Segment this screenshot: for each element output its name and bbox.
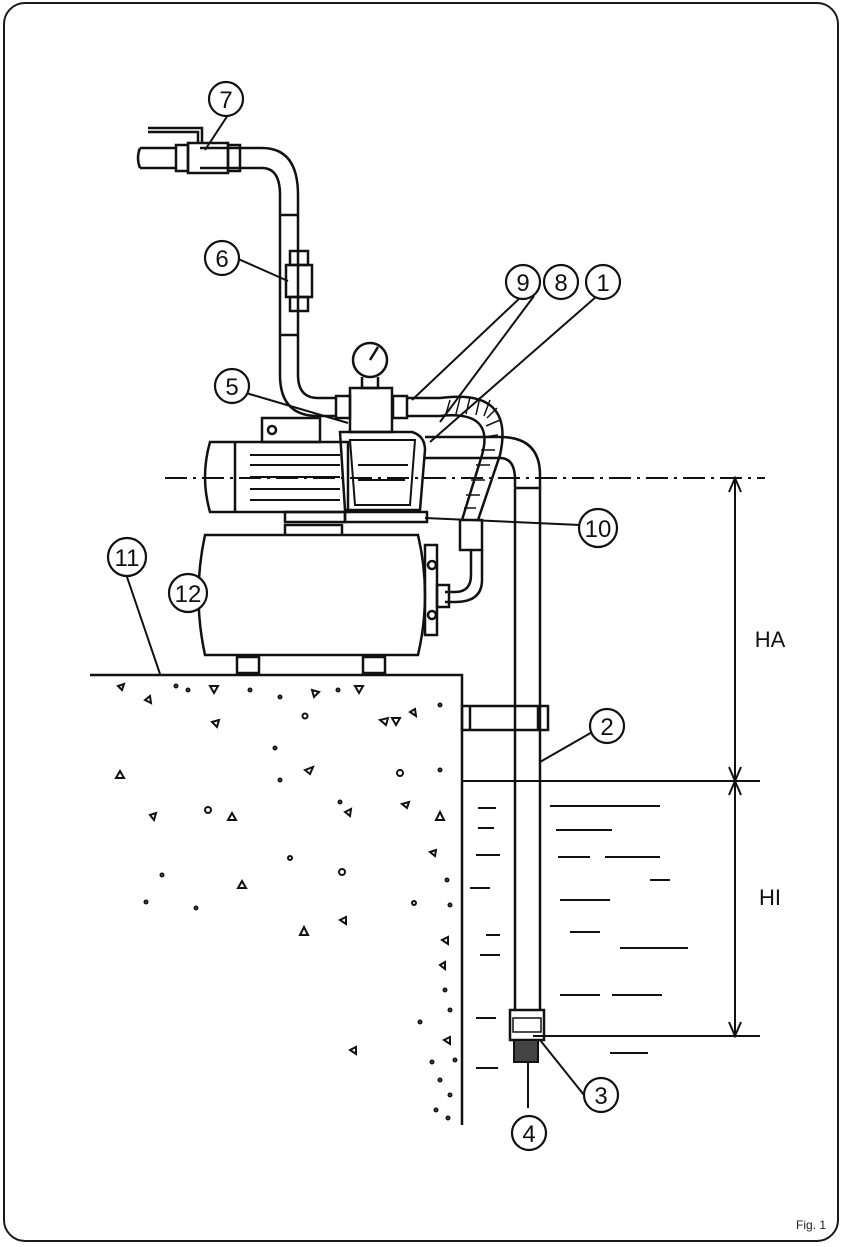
callout-4-label: 4 [522,1121,535,1148]
dimension-ha-label: HA [755,627,786,652]
ground-texture [114,682,458,1121]
discharge-pipe [136,126,440,434]
callout-12-label: 12 [175,581,202,608]
callout-1: 1 [584,263,622,301]
leader-lines [125,114,602,1108]
callout-1-label: 1 [596,270,609,297]
callout-4: 4 [510,1114,548,1152]
callout-5-label: 5 [225,374,238,401]
ground-block [90,673,464,1125]
callout-9: 9 [504,263,542,301]
callout-10-label: 10 [585,516,612,543]
callout-7: 7 [207,80,245,118]
callout-7-label: 7 [219,87,232,114]
dimension-lines [165,475,765,1039]
callout-6-label: 6 [215,246,228,273]
dimension-hi-label: HI [759,885,781,910]
callout-3-label: 3 [594,1083,607,1110]
flexible-hose [435,395,504,609]
figure-label: Fig. 1 [796,1218,826,1232]
callout-12: 12 [167,572,209,614]
callout-6: 6 [203,239,241,277]
callout-2: 2 [588,707,626,745]
callout-9-label: 9 [516,270,529,297]
pressure-tank [197,523,439,675]
callout-8-label: 8 [554,270,567,297]
figure-frame [3,2,839,1242]
callout-5: 5 [213,367,251,405]
water-reservoir [462,780,760,1069]
callout-8: 8 [542,263,580,301]
callout-3: 3 [582,1076,620,1114]
callout-11: 11 [106,536,148,578]
callout-2-label: 2 [600,714,613,741]
suction-pipe [460,435,550,1063]
callout-11-label: 11 [115,545,140,572]
callout-10: 10 [577,507,619,549]
